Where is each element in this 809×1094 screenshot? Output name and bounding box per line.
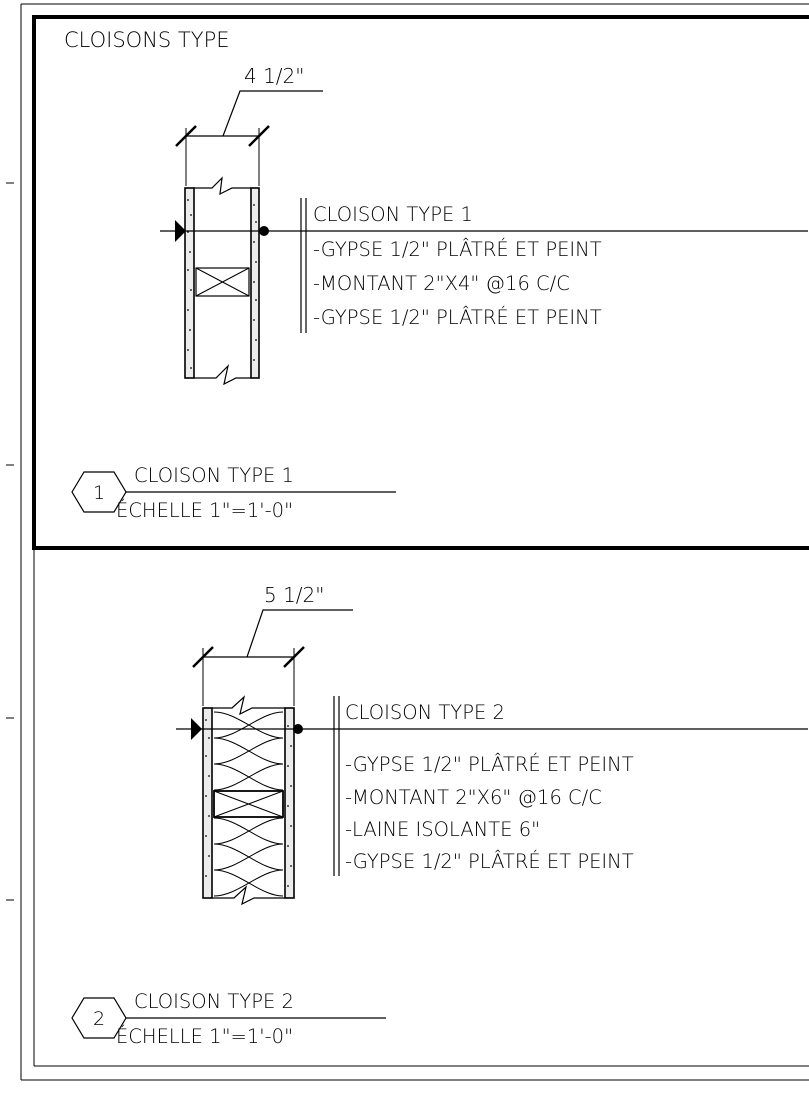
detail-1-label-scale: ÉCHELLE 1"=1'-0" xyxy=(116,499,293,522)
detail-1-dimension xyxy=(175,90,323,186)
detail-1-wall-title: CLOISON TYPE 1 xyxy=(313,203,473,226)
detail-1-layer-2: -MONTANT 2"X4" @16 C/C xyxy=(313,272,570,295)
detail-2-dimension xyxy=(192,609,353,706)
sheet-frame xyxy=(6,3,809,1081)
detail-1-wall-section xyxy=(160,176,808,386)
detail-1-label-title: CLOISON TYPE 1 xyxy=(134,464,294,487)
detail-2-layer-3: -LAINE ISOLANTE 6" xyxy=(345,818,540,841)
detail-2-label-scale: ÉCHELLE 1"=1'-0" xyxy=(116,1025,293,1048)
detail-2-wall-section xyxy=(176,695,808,906)
detail-1-layer-1: -GYPSE 1/2" PLÂTRÉ ET PEINT xyxy=(313,238,602,261)
detail-2-layer-4: -GYPSE 1/2" PLÂTRÉ ET PEINT xyxy=(345,850,634,873)
detail-1-layer-3: -GYPSE 1/2" PLÂTRÉ ET PEINT xyxy=(313,306,602,329)
detail-2-wall-title: CLOISON TYPE 2 xyxy=(345,701,505,724)
detail-2-dimension-text: 5 1/2" xyxy=(264,583,324,607)
detail-2-layer-2: -MONTANT 2"X6" @16 C/C xyxy=(345,786,602,809)
detail-2-number: 2 xyxy=(93,1008,105,1030)
detail-2-label-bubble xyxy=(71,997,386,1039)
detail-2-label-title: CLOISON TYPE 2 xyxy=(134,990,294,1013)
detail-1-dimension-text: 4 1/2" xyxy=(244,64,304,88)
detail-1: 4 1/2" xyxy=(71,64,808,522)
sheet-title: CLOISONS TYPE xyxy=(64,28,230,52)
detail-2-layer-1: -GYPSE 1/2" PLÂTRÉ ET PEINT xyxy=(345,753,634,776)
detail-1-label-bubble xyxy=(71,471,396,513)
detail-1-number: 1 xyxy=(93,482,105,504)
detail-2: 5 1/2" xyxy=(71,583,808,1048)
